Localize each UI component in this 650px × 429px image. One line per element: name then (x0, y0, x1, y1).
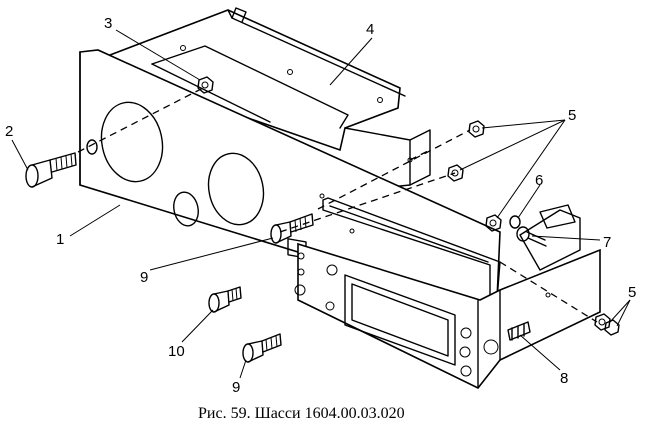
chassis-box (109, 7, 431, 191)
terminal-bracket (509, 204, 581, 271)
nut-3 (197, 76, 214, 94)
callout-3: 3 (104, 15, 112, 32)
lower-window (344, 274, 456, 366)
assembly-lines (77, 86, 598, 323)
callout-2: 2 (5, 123, 13, 140)
callout-5-upper: 5 (568, 107, 576, 124)
screw-9-lower (242, 333, 282, 363)
callout-1: 1 (56, 231, 64, 248)
panel-hole-large-right (207, 152, 265, 226)
panel-hole-small (173, 191, 199, 227)
leader-lines (11, 29, 631, 379)
nut-5-b (447, 164, 464, 182)
nut-5-e (604, 319, 620, 336)
nut-5-c (485, 214, 502, 232)
screw-9-upper (270, 213, 314, 244)
callout-9-lower: 9 (232, 379, 240, 396)
screw-2 (25, 152, 77, 188)
callout-8: 8 (560, 370, 568, 387)
callout-5-lower: 5 (628, 284, 636, 301)
callout-4: 4 (366, 21, 374, 38)
callout-9-upper: 9 (140, 269, 148, 286)
fasteners (25, 76, 620, 363)
figure-caption: Рис. 59. Шасси 1604.00.03.020 (198, 405, 405, 422)
callout-10: 10 (168, 343, 185, 360)
callouts: 2 3 4 5 6 7 1 9 5 8 10 9 (5, 15, 636, 396)
panel-screw-hole (86, 139, 98, 155)
panel-hole-large-left (100, 101, 164, 183)
nut-5-d (594, 313, 611, 331)
callout-6: 6 (535, 172, 543, 189)
nut-5-a (468, 120, 485, 138)
callout-7: 7 (603, 234, 611, 251)
lower-chassis (294, 242, 601, 390)
screw-10 (208, 286, 242, 313)
